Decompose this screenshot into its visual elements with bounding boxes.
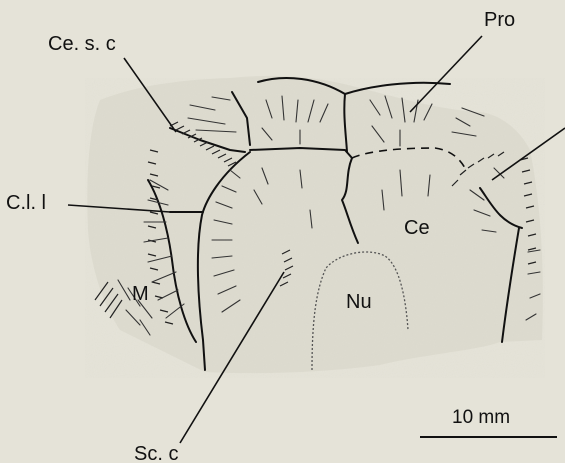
label-m: M [132, 283, 149, 305]
label-c-l-l: C.l. l [6, 192, 46, 214]
label-pro: Pro [484, 9, 515, 31]
scale-bar-label: 10 mm [452, 407, 510, 428]
label-nu: Nu [346, 291, 372, 313]
scale-bar: 10 mm [420, 407, 557, 437]
label-sc-c: Sc. c [134, 443, 178, 463]
label-ce: Ce [404, 217, 430, 239]
label-ce-s-c: Ce. s. c [48, 33, 116, 55]
